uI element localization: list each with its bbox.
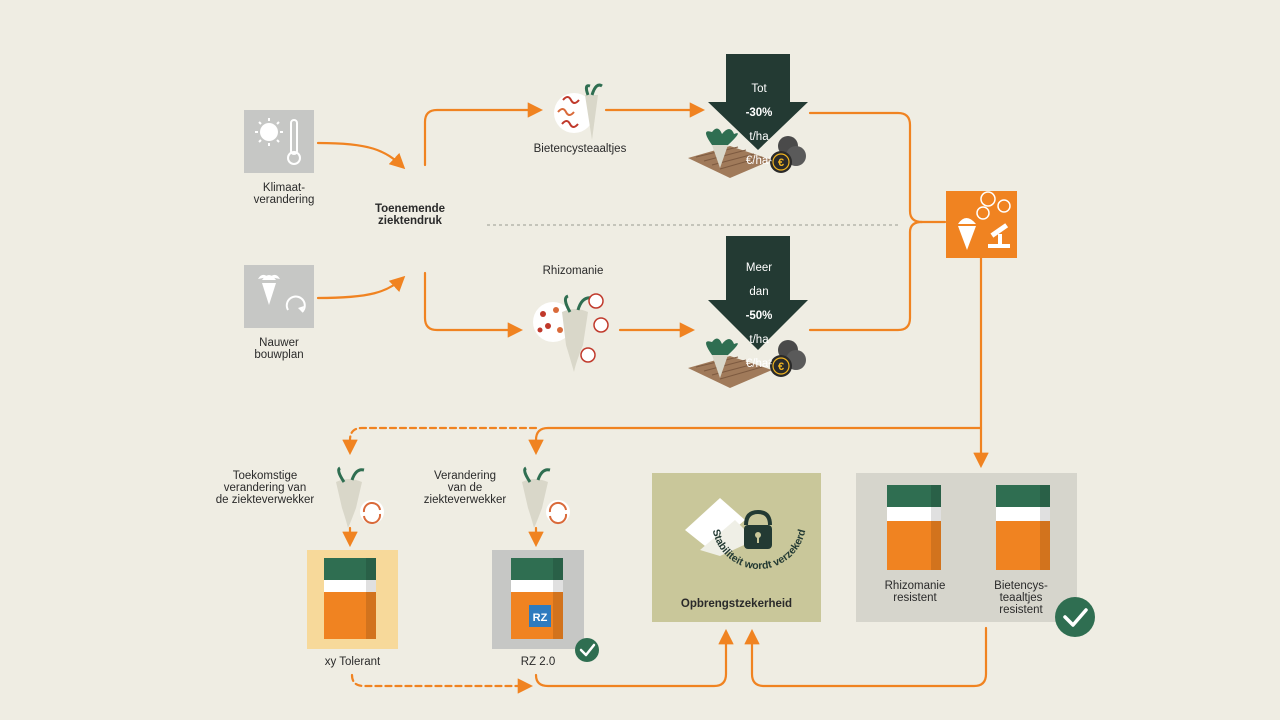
connector-bottom-right	[808, 220, 924, 332]
arrow-bottom-line2: dan	[749, 286, 769, 298]
connector-branch-bottom	[423, 271, 524, 338]
connector-dashed-top	[342, 426, 538, 456]
connector-to-rz	[528, 426, 983, 456]
connector-rz-center	[534, 628, 734, 688]
connector-branch-top	[423, 102, 544, 167]
money-lab-icon	[946, 191, 1017, 258]
arrow-bottom-line5: €/ha²	[745, 358, 773, 370]
seed-pack-icon	[887, 485, 941, 570]
label-bietencysteaaltjes-resistent: Bietencys- teaaltjes resistent	[994, 580, 1048, 616]
arrow-bottom-line4: t/ha	[749, 334, 769, 346]
check-icon	[1055, 597, 1095, 637]
connector-klimaat	[316, 141, 406, 170]
beet-change-icon	[336, 466, 384, 528]
beet-field-coins-icon: €	[688, 128, 806, 178]
arrow-bottom-line1: Meer	[745, 262, 773, 274]
connector-resistent-center	[744, 626, 988, 688]
arrow-top-line1: Tot	[751, 83, 767, 95]
label-rhizomanie: Rhizomanie	[542, 265, 604, 277]
connector-dashed-bottom	[350, 673, 534, 694]
svg-text:€: €	[778, 157, 784, 169]
seed-pack-icon	[324, 558, 376, 639]
label-klimaat: Klimaat- verandering	[253, 182, 315, 206]
arrow-bottom-line3: -50%	[745, 310, 773, 322]
arrow-bottom-text: Meer dan -50% t/ha €/ha²	[730, 250, 788, 370]
beet-change-icon	[522, 466, 570, 528]
label-ziektendruk: Toenemende ziektendruk	[374, 203, 446, 227]
connector-bouwplan	[316, 275, 406, 300]
label-rz20: RZ 2.0	[520, 656, 556, 668]
arrow-top-line2: -30%	[745, 107, 773, 119]
thermometer-sun-icon	[244, 110, 314, 173]
seed-pack-icon	[996, 485, 1050, 570]
arrow-top-line3: t/ha	[749, 131, 769, 143]
nematode-beet-icon	[554, 83, 603, 140]
label-verandering: Verandering van de ziekteverwekker	[423, 470, 507, 506]
arrow-top-text: Tot -30% t/ha €/ha¹	[730, 71, 788, 167]
check-icon	[575, 638, 599, 662]
label-xy-tolerant: xy Tolerant	[324, 656, 381, 668]
arrow-top-line4: €/ha¹	[745, 155, 773, 167]
label-rhizomanie-resistent: Rhizomanie resistent	[884, 580, 946, 604]
crop-rotation-icon	[244, 265, 314, 328]
lock-icon	[685, 498, 772, 556]
label-toekomstige: Toekomstige verandering van de ziektever…	[215, 470, 315, 506]
rhizomania-beet-icon	[533, 293, 609, 372]
label-bietencysteaaltjes: Bietencysteaaltjes	[533, 143, 627, 155]
loss-arrow-top	[708, 54, 808, 150]
beet-field-coins-icon: €	[688, 338, 806, 388]
label-bouwplan: Nauwer bouwplan	[254, 337, 304, 361]
label-opbrengstzekerheid: Opbrengstzekerheid	[680, 598, 793, 610]
connector-top-right	[808, 111, 947, 224]
loss-arrow-bottom	[708, 236, 808, 350]
seed-pack-icon	[511, 558, 563, 639]
rz-badge-text: RZ	[533, 612, 548, 624]
svg-text:€: €	[778, 361, 784, 373]
